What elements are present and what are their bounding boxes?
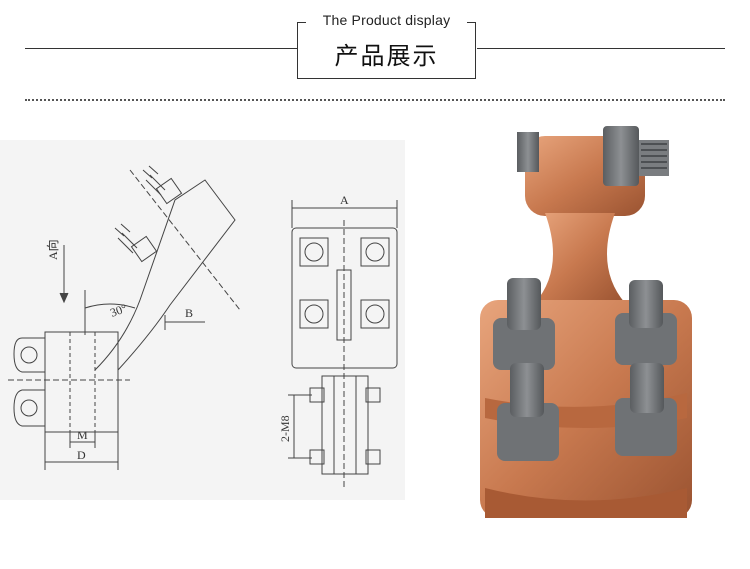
section-title-chinese: 产品展示 <box>334 42 439 70</box>
label-m: M <box>77 428 88 442</box>
title-frame-tick-left <box>297 22 306 23</box>
product-photo <box>480 126 692 518</box>
label-2-m8: 2-M8 <box>278 415 292 442</box>
front-view-stem <box>321 375 369 475</box>
side-view-lobe-bottom <box>13 389 45 427</box>
side-view-lobe-top <box>13 337 45 373</box>
side-view-arm <box>94 179 236 371</box>
side-view-bolt-upper <box>142 165 183 205</box>
label-b: B <box>185 306 193 320</box>
side-view-bolt-lower <box>114 223 158 263</box>
side-view-body <box>44 331 119 433</box>
terminal-neck <box>535 213 625 303</box>
title-frame-tick-right <box>467 22 476 23</box>
label-a-direction: A向 <box>45 239 60 260</box>
label-d: D <box>77 448 86 462</box>
section-header: The Product display 产品展示 <box>0 0 750 110</box>
angle-arc <box>84 303 136 309</box>
title-frame <box>297 22 476 79</box>
section-title-english: The Product display <box>322 12 451 28</box>
dotted-divider <box>25 99 725 101</box>
top-terminal <box>517 126 669 216</box>
label-a-width: A <box>340 193 349 207</box>
header-rule-left <box>25 48 297 49</box>
front-view-bolts <box>299 237 390 329</box>
clamp-bolts <box>493 278 677 461</box>
technical-drawing: A向 30° B M D A 2-M8 <box>0 140 405 500</box>
label-angle: 30° <box>108 301 129 320</box>
header-rule-right <box>477 48 725 49</box>
